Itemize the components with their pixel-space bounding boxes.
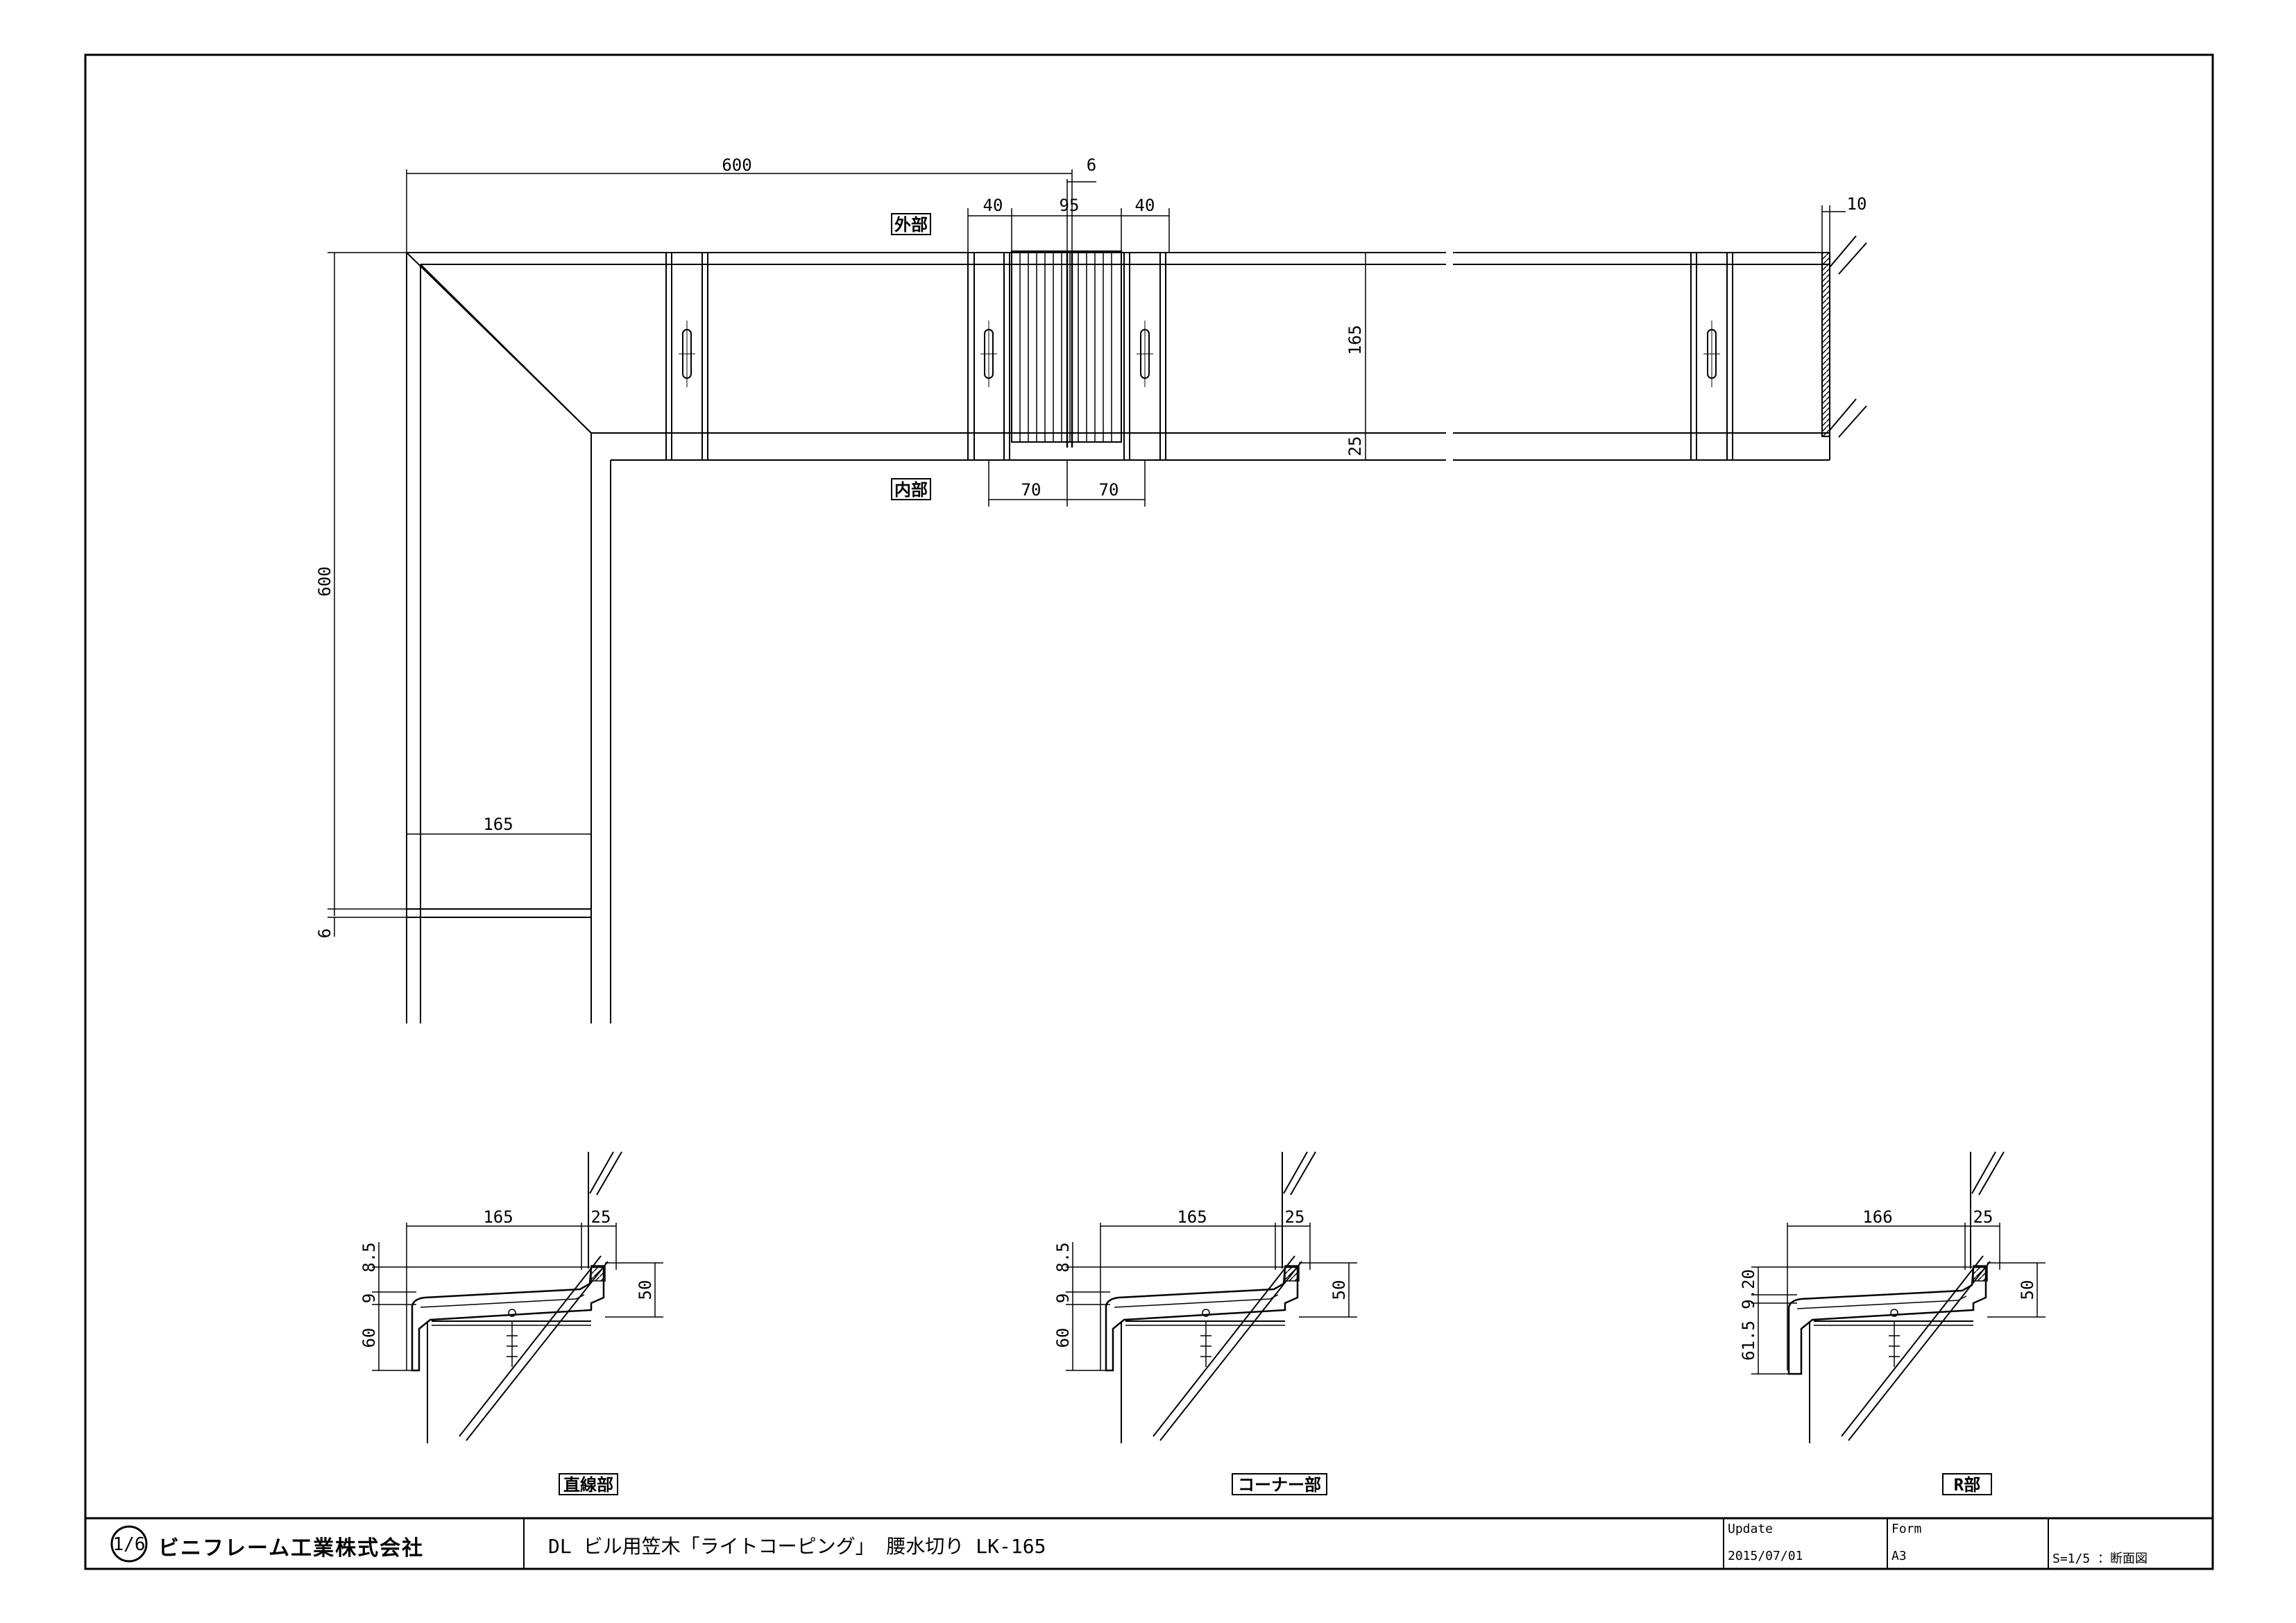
label-section-r: R部: [1954, 1475, 1980, 1495]
dim-splice-left: 40: [983, 196, 1003, 215]
r-dim-height: 50: [2018, 1280, 2037, 1300]
label-section-corner: コーナー部: [1238, 1475, 1321, 1495]
label-outside: 外部: [894, 215, 928, 235]
form-value: A3: [1891, 1549, 1907, 1563]
dim-slot-right: 70: [1099, 480, 1119, 500]
section-r-dims: [1751, 1223, 2046, 1375]
dim-depth: 165: [1345, 325, 1365, 355]
dim-inner-lip: 25: [1345, 436, 1365, 457]
corner-dim-top: 8.5: [1053, 1242, 1073, 1272]
corner-dim-width: 165: [1177, 1207, 1207, 1227]
dim-joint-gap: 6: [1087, 155, 1096, 175]
r-dim-lip: 25: [1973, 1207, 1993, 1227]
straight-dim-top: 8.5: [359, 1242, 379, 1272]
update-value: 2015/07/01: [1728, 1549, 1803, 1563]
section-corner-dims: [1066, 1223, 1357, 1371]
label-inside: 内部: [894, 480, 928, 500]
dim-splice-center: 95: [1060, 196, 1080, 215]
plan-dimensions: [328, 169, 1846, 937]
dim-gap-bottom: 6: [315, 928, 334, 938]
company-name: ビニフレーム工業株式会社: [158, 1536, 425, 1561]
drawing-title: DL ビル用笠木「ライトコーピング」 腰水切り LK-165: [548, 1535, 1046, 1558]
sheet-border: [84, 53, 2214, 1570]
corner-dim-lip: 25: [1285, 1207, 1305, 1227]
straight-dim-width: 165: [483, 1207, 513, 1227]
update-label: Update: [1728, 1522, 1774, 1536]
r-dim-top: 9.20: [1739, 1269, 1758, 1309]
company-logo: 1/6: [110, 1525, 148, 1563]
dim-left-length: 600: [315, 566, 334, 596]
r-dim-drop: 61.5: [1739, 1320, 1758, 1361]
plan-view: [406, 235, 1867, 1023]
r-dim-width: 166: [1862, 1207, 1892, 1227]
dim-slot-left: 70: [1021, 480, 1041, 500]
logo-glyph: 1/6: [113, 1534, 146, 1555]
section-corner: [1105, 1151, 1316, 1443]
section-straight-dims: [372, 1223, 663, 1371]
section-r: [1787, 1151, 2005, 1443]
straight-dim-mid: 9: [359, 1293, 379, 1303]
section-straight: [411, 1151, 622, 1443]
dim-width-bottom: 165: [483, 815, 513, 834]
corner-dim-drop: 60: [1053, 1328, 1073, 1348]
corner-dim-height: 50: [1329, 1280, 1349, 1300]
form-label: Form: [1891, 1522, 1922, 1536]
straight-dim-lip: 25: [591, 1207, 611, 1227]
corner-dim-mid: 9: [1053, 1293, 1073, 1303]
scale-note: S=1/5 ：断面図: [2052, 1552, 2148, 1566]
label-section-straight: 直線部: [563, 1475, 613, 1495]
title-block: [85, 1517, 2213, 1569]
dim-end-cap: 10: [1847, 194, 1867, 214]
dim-splice-right: 40: [1135, 196, 1155, 215]
dim-top-length: 600: [722, 155, 751, 175]
straight-dim-height: 50: [636, 1280, 655, 1300]
straight-dim-drop: 60: [359, 1328, 379, 1348]
